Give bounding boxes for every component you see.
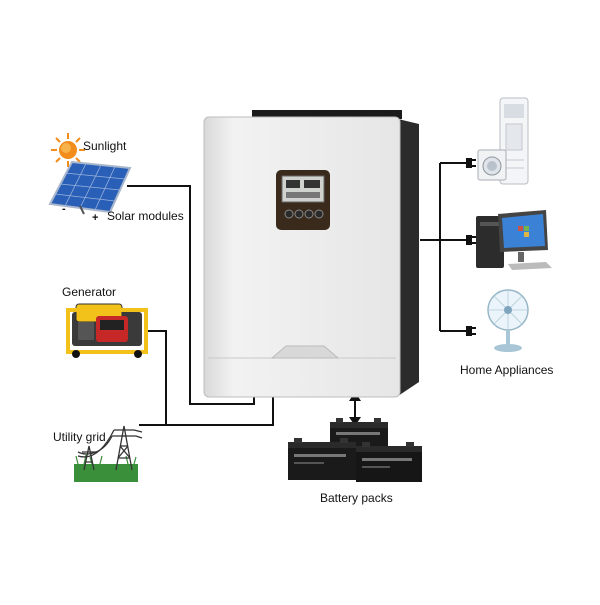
- generator-label: Generator: [62, 285, 117, 299]
- connection-lines: [127, 162, 467, 426]
- battery-icon: [288, 438, 356, 480]
- inverter-unit: [203, 110, 419, 398]
- generator-icon: [66, 303, 148, 358]
- appliance-bus-line: [420, 162, 467, 332]
- fan-icon: [487, 289, 529, 352]
- home-appliances-label: Home Appliances: [460, 363, 554, 377]
- utility-grid-icon: [74, 425, 143, 482]
- inverter-display: [276, 170, 330, 230]
- inverter-mount-bracket: [252, 110, 402, 119]
- utility-grid-label: Utility grid: [53, 430, 106, 444]
- inverter-front-panel: [203, 116, 401, 398]
- plug-icon: [466, 235, 476, 245]
- battery-icon: [356, 442, 422, 482]
- solar-panel-icon: [48, 160, 132, 215]
- inverter-handle: [270, 345, 340, 359]
- battery-arrowhead-down: [349, 417, 361, 426]
- washing-machine-icon: [477, 149, 507, 181]
- solar-plus-sign: +: [92, 212, 99, 224]
- computer-icon: [476, 210, 552, 270]
- solar-modules-label: Solar modules: [107, 209, 184, 223]
- plug-icon: [466, 158, 476, 168]
- sunlight-label: Sunlight: [83, 139, 127, 153]
- battery-packs-label: Battery packs: [320, 491, 393, 505]
- inverter-side-panel: [398, 119, 419, 396]
- air-conditioner-icon: [499, 97, 529, 185]
- display-button[interactable]: [314, 209, 324, 219]
- appliance-plugs: [466, 158, 476, 336]
- display-button[interactable]: [304, 209, 314, 219]
- display-button[interactable]: [294, 209, 304, 219]
- battery-packs-icon: [288, 418, 422, 482]
- solar-connection-line: [127, 185, 255, 405]
- lcd-screen: [281, 175, 325, 203]
- display-button[interactable]: [284, 209, 294, 219]
- sun-icon: [51, 133, 85, 167]
- plug-icon: [466, 326, 476, 336]
- solar-minus-sign: -: [62, 203, 66, 215]
